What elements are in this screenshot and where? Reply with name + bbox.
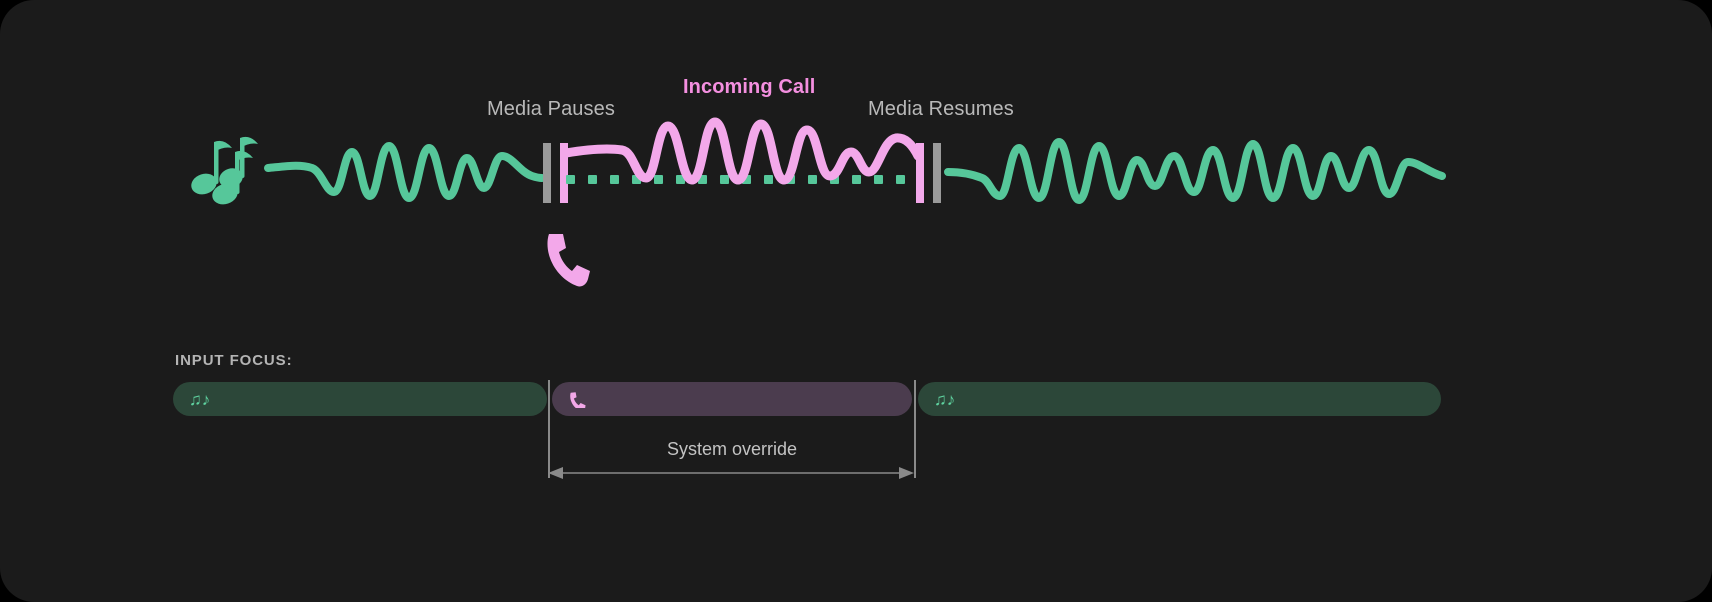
input-focus-heading: INPUT FOCUS:	[175, 352, 293, 369]
phone-icon-glyph	[570, 392, 586, 408]
phone-icon	[547, 234, 590, 287]
label-incoming-call: Incoming Call	[683, 76, 816, 98]
music-notes-icon: ♫♪	[189, 389, 211, 409]
label-media-pauses: Media Pauses	[487, 98, 615, 120]
music-notes-icon: ♫♪	[934, 389, 956, 409]
arrow-head-right	[899, 467, 914, 479]
call-waveform	[561, 117, 923, 185]
label-media-resumes: Media Resumes	[868, 98, 1014, 120]
pause-marker-gray-bar	[543, 143, 551, 203]
focus-bar-media-after[interactable]: ♫♪	[918, 382, 1441, 416]
resume-marker-pink-bar	[916, 143, 924, 203]
muted-media-dotted-baseline	[566, 175, 905, 184]
arrow-head-left	[548, 467, 563, 479]
phone-icon	[568, 390, 586, 408]
override-guide-left	[548, 380, 550, 478]
media-waveform-after	[944, 138, 1446, 204]
focus-bar-media-before[interactable]: ♫♪	[173, 382, 547, 416]
pause-marker-pink-bar	[560, 143, 568, 203]
resume-marker-gray-bar	[933, 143, 941, 203]
media-waveform-before	[264, 142, 546, 202]
music-notes-icon	[191, 136, 258, 205]
system-override-label: System override	[666, 439, 798, 459]
override-guide-right	[914, 380, 916, 478]
focus-bar-call[interactable]	[552, 382, 912, 416]
